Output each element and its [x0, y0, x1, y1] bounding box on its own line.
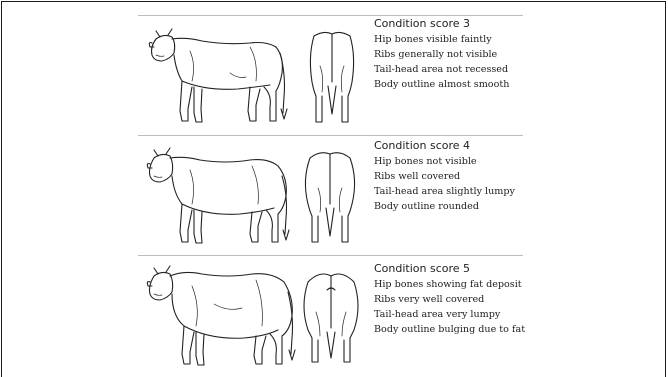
cow-side-view-score-4: [144, 146, 298, 254]
condition-score-4-outline: Body outline rounded: [374, 199, 515, 214]
condition-score-3-title: Condition score 3: [374, 16, 509, 32]
condition-score-5-hip: Hip bones showing fat deposit: [374, 277, 525, 292]
condition-score-3-outline: Body outline almost smooth: [374, 77, 509, 92]
cow-side-view-score-5: [144, 264, 300, 374]
condition-score-5-tailhead: Tail-head area very lumpy: [374, 307, 525, 322]
cow-rear-view-score-5: [300, 268, 362, 372]
cow-rear-view-score-4: [300, 146, 360, 254]
cow-side-view-score-3: [146, 25, 296, 135]
condition-score-3-hip: Hip bones visible faintly: [374, 32, 509, 47]
cow-rear-view-score-3: [304, 26, 360, 136]
condition-score-4-hip: Hip bones not visible: [374, 154, 515, 169]
condition-score-5-ribs: Ribs very well covered: [374, 292, 525, 307]
divider-middle-2: [138, 255, 523, 256]
condition-score-3-tailhead: Tail-head area not recessed: [374, 62, 509, 77]
condition-score-5-outline: Body outline bulging due to fat: [374, 322, 525, 337]
condition-score-4-tailhead: Tail-head area slightly lumpy: [374, 184, 515, 199]
condition-score-4-title: Condition score 4: [374, 138, 515, 154]
condition-score-4-ribs: Ribs well covered: [374, 169, 515, 184]
condition-score-5-title: Condition score 5: [374, 261, 525, 277]
condition-score-3-ribs: Ribs generally not visible: [374, 47, 509, 62]
